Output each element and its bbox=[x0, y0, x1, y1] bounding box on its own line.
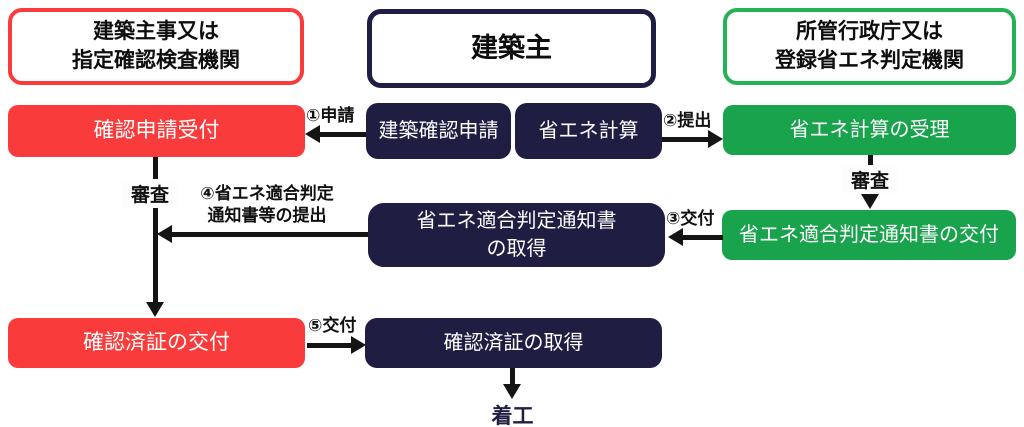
arrow-step5-shaft bbox=[307, 343, 353, 348]
node-energy-notice-obtain-line2: の取得 bbox=[486, 238, 547, 260]
header-building-official-line1: 建築主事又は bbox=[93, 20, 219, 44]
header-administrative-agency: 所管行政庁又は 登録省エネ判定機関 bbox=[723, 8, 1016, 85]
node-certificate-obtain-label: 確認済証の取得 bbox=[443, 332, 584, 354]
arrow-review-left-head-down-icon bbox=[146, 302, 164, 317]
arrow-step4-label: ④省エネ適合判定 通知書等の提出 bbox=[182, 183, 352, 227]
node-energy-notice-issue: 省エネ適合判定通知書の交付 bbox=[722, 210, 1016, 260]
arrow-step1-label: ①申請 bbox=[306, 106, 355, 125]
arrow-step2-shaft bbox=[662, 137, 709, 142]
arrow-step5-head-right-icon bbox=[351, 336, 366, 354]
arrow-construction-start-head-down-icon bbox=[503, 384, 521, 399]
arrow-step2-label: ②提出 bbox=[663, 111, 712, 130]
construction-start-label: 着工 bbox=[491, 405, 534, 427]
arrow-step4-head-left-icon bbox=[157, 225, 172, 243]
node-energy-notice-issue-label: 省エネ適合判定通知書の交付 bbox=[739, 224, 999, 246]
node-certificate-issue-label: 確認済証の交付 bbox=[83, 331, 230, 355]
node-confirm-application-reception: 確認申請受付 bbox=[8, 105, 305, 157]
arrow-review-right-head-down-icon bbox=[861, 194, 879, 209]
node-energy-calculation-reception: 省エネ計算の受理 bbox=[723, 105, 1016, 155]
header-building-owner: 建築主 bbox=[367, 9, 656, 88]
header-building-owner-label: 建築主 bbox=[471, 33, 552, 64]
review-left-label: 審査 bbox=[121, 179, 179, 208]
node-energy-calculation-label: 省エネ計算 bbox=[538, 120, 639, 142]
review-right-label: 審査 bbox=[841, 165, 899, 194]
node-energy-calculation-reception-label: 省エネ計算の受理 bbox=[789, 119, 950, 141]
arrow-step1-head-left-icon bbox=[305, 125, 320, 143]
node-energy-calculation: 省エネ計算 bbox=[515, 103, 662, 159]
header-building-official-line2: 指定確認検査機関 bbox=[72, 48, 240, 72]
arrow-step4-shaft bbox=[171, 232, 368, 237]
node-confirm-application-reception-label: 確認申請受付 bbox=[93, 119, 220, 143]
arrow-step5-label: ⑤交付 bbox=[308, 316, 357, 335]
arrow-construction-start-shaft bbox=[510, 368, 515, 385]
header-administrative-agency-line2: 登録省エネ判定機関 bbox=[775, 48, 964, 72]
node-energy-notice-obtain-line1: 省エネ適合判定通知書 bbox=[416, 210, 617, 232]
arrow-review-left-shaft bbox=[153, 157, 158, 304]
arrow-step1-shaft bbox=[319, 132, 366, 137]
arrow-step2-head-right-icon bbox=[708, 130, 723, 148]
arrow-step4-label-line1: ④省エネ適合判定 bbox=[200, 184, 334, 203]
node-building-confirm-application: 建築確認申請 bbox=[366, 103, 511, 159]
node-certificate-issue: 確認済証の交付 bbox=[8, 318, 305, 368]
arrow-step3-shaft bbox=[682, 235, 723, 240]
node-building-confirm-application-label: 建築確認申請 bbox=[378, 120, 499, 142]
node-certificate-obtain: 確認済証の取得 bbox=[365, 318, 662, 368]
header-building-official: 建築主事又は 指定確認検査機関 bbox=[8, 8, 304, 85]
node-energy-notice-obtain: 省エネ適合判定通知書 の取得 bbox=[368, 203, 665, 267]
arrow-step3-label: ③交付 bbox=[666, 209, 715, 228]
header-administrative-agency-line1: 所管行政庁又は bbox=[796, 20, 943, 44]
arrow-step4-label-line2: 通知書等の提出 bbox=[207, 206, 327, 226]
arrow-step3-head-left-icon bbox=[668, 228, 683, 246]
